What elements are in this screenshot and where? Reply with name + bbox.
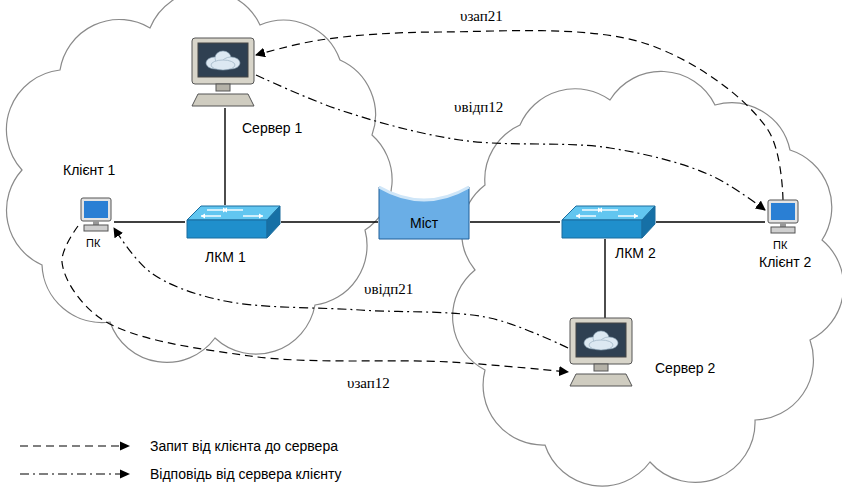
switch-icon <box>560 205 656 239</box>
message-arrow <box>114 228 568 348</box>
message-arrow <box>256 31 783 200</box>
server-node: Сервер 1 <box>190 38 256 108</box>
edge-label: υвідп12 <box>452 98 505 116</box>
node-label: Клієнт 2 <box>759 254 811 271</box>
network-cloud <box>453 71 842 486</box>
legend-text: Запит від клієнта до сервера <box>150 438 338 454</box>
network-link <box>281 221 378 222</box>
switch-icon <box>185 205 281 239</box>
network-link <box>114 221 185 222</box>
legend-line-sample <box>20 468 130 480</box>
server-icon <box>568 318 634 388</box>
legend-row: Запит від клієнта до сервера <box>20 436 338 456</box>
pc-icon <box>765 200 801 234</box>
edge-label: υзап21 <box>458 7 505 25</box>
node-label: ПК <box>86 235 100 252</box>
pc-icon <box>78 198 114 232</box>
node-label: ПК <box>773 237 787 254</box>
network-link <box>656 221 765 222</box>
node-label: Сервер 2 <box>655 360 715 377</box>
network-link <box>470 221 560 222</box>
node-label: Сервер 1 <box>242 120 302 137</box>
switch-node: ЛКМ 2 <box>560 205 656 239</box>
network-cloud <box>6 0 392 362</box>
node-label: ЛКМ 1 <box>205 249 246 266</box>
message-arrow <box>62 226 568 372</box>
legend-line-sample <box>20 440 130 452</box>
bridge-icon <box>378 183 470 241</box>
edge-label: υвідп21 <box>362 280 415 298</box>
server-icon <box>190 38 256 108</box>
node-label: Міст <box>410 215 438 232</box>
legend-text: Відповідь від сервера клієнту <box>150 466 342 482</box>
message-arrow <box>256 75 765 210</box>
network-link <box>224 108 225 205</box>
legend-row: Відповідь від сервера клієнту <box>20 464 342 484</box>
network-link <box>604 239 605 318</box>
node-label: ЛКМ 2 <box>615 245 656 262</box>
node-label: Клієнт 1 <box>63 162 115 179</box>
bridge-node: Міст <box>378 183 470 241</box>
pc-node: Клієнт 1ПК <box>78 198 114 232</box>
edge-label: υзап12 <box>345 374 392 392</box>
pc-node: ПККлієнт 2 <box>765 200 801 234</box>
switch-node: ЛКМ 1 <box>185 205 281 239</box>
server-node: Сервер 2 <box>568 318 634 388</box>
